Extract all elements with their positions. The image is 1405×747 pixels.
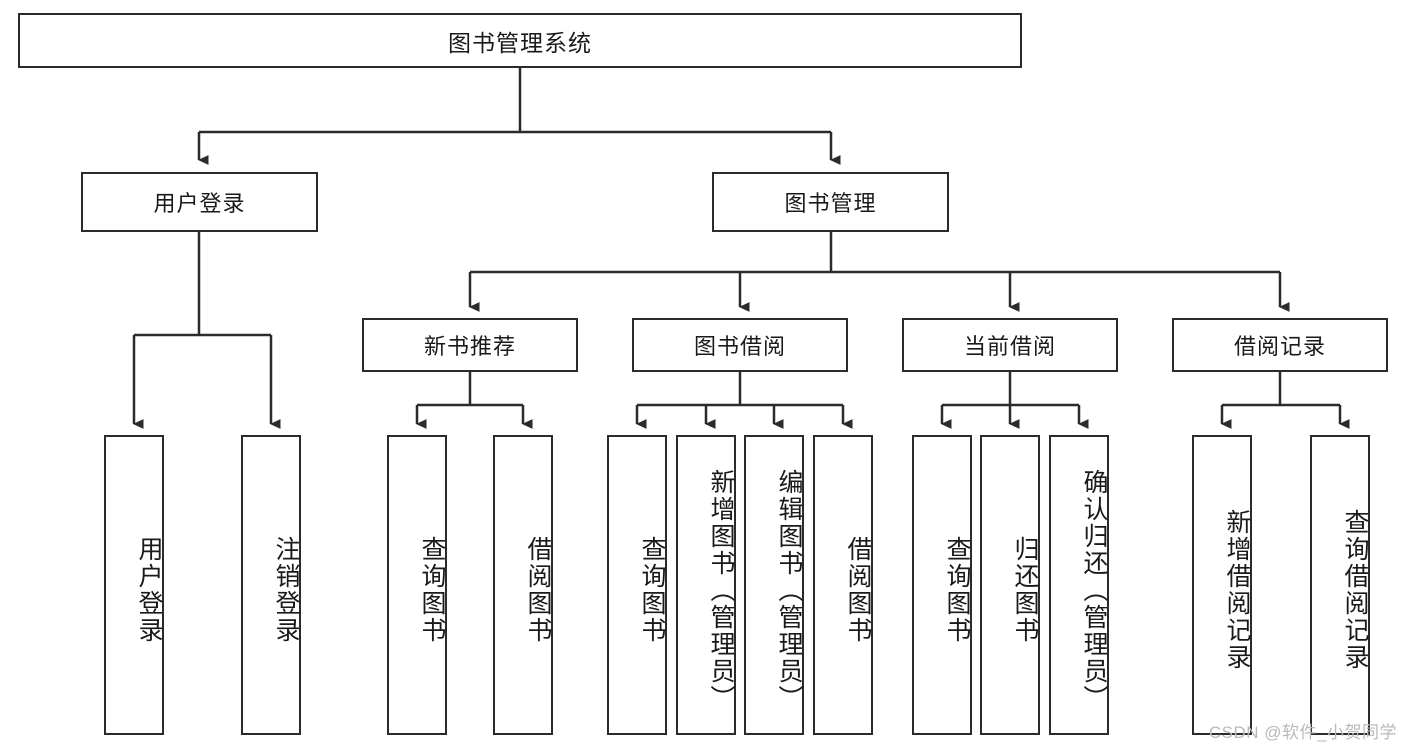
node-new-book-recommend-label: 新书推荐	[423, 334, 516, 359]
node-leaf-return-book-label: 归还图书	[1011, 536, 1039, 644]
node-leaf-add-record-label: 新增借阅记录	[1223, 509, 1251, 671]
node-leaf-edit-book[interactable]: 编辑图书（管理员）	[744, 435, 804, 735]
node-new-book-recommend[interactable]: 新书推荐	[362, 318, 578, 372]
node-borrow-record[interactable]: 借阅记录	[1172, 318, 1388, 372]
node-user-login[interactable]: 用户登录	[81, 172, 318, 232]
node-current-borrow-label: 当前借阅	[963, 334, 1056, 359]
node-book-borrow[interactable]: 图书借阅	[632, 318, 848, 372]
node-book-borrow-label: 图书借阅	[693, 334, 786, 359]
node-leaf-logout[interactable]: 注销登录	[241, 435, 301, 735]
node-leaf-query-book-3[interactable]: 查询图书	[912, 435, 972, 735]
node-leaf-query-book-1[interactable]: 查询图书	[387, 435, 447, 735]
node-leaf-user-login-label: 用户登录	[135, 536, 163, 644]
node-leaf-borrow-book-1-label: 借阅图书	[524, 536, 552, 644]
node-leaf-user-login[interactable]: 用户登录	[104, 435, 164, 735]
node-leaf-query-book-2-label: 查询图书	[638, 536, 666, 644]
node-leaf-add-book-label: 新增图书（管理员）	[707, 468, 735, 712]
node-leaf-return-book[interactable]: 归还图书	[980, 435, 1040, 735]
node-leaf-query-book-3-label: 查询图书	[943, 536, 971, 644]
node-root-label: 图书管理系统	[448, 29, 592, 56]
node-leaf-query-book-2[interactable]: 查询图书	[607, 435, 667, 735]
node-book-management[interactable]: 图书管理	[712, 172, 949, 232]
node-user-login-label: 用户登录	[153, 191, 246, 216]
node-root[interactable]: 图书管理系统	[18, 13, 1022, 68]
node-leaf-query-record[interactable]: 查询借阅记录	[1310, 435, 1370, 735]
node-book-management-label: 图书管理	[784, 191, 877, 216]
node-leaf-logout-label: 注销登录	[272, 536, 300, 644]
node-leaf-add-record[interactable]: 新增借阅记录	[1192, 435, 1252, 735]
node-leaf-borrow-book-2-label: 借阅图书	[844, 536, 872, 644]
node-leaf-borrow-book-2[interactable]: 借阅图书	[813, 435, 873, 735]
node-leaf-query-book-1-label: 查询图书	[418, 536, 446, 644]
node-current-borrow[interactable]: 当前借阅	[902, 318, 1118, 372]
node-leaf-confirm-return-label: 确认归还（管理员）	[1080, 468, 1108, 712]
node-leaf-query-record-label: 查询借阅记录	[1341, 509, 1369, 671]
node-leaf-confirm-return[interactable]: 确认归还（管理员）	[1049, 435, 1109, 735]
node-leaf-add-book[interactable]: 新增图书（管理员）	[676, 435, 736, 735]
node-leaf-edit-book-label: 编辑图书（管理员）	[775, 468, 803, 712]
node-borrow-record-label: 借阅记录	[1233, 334, 1326, 359]
watermark-text: CSDN @软件_小贺同学	[1208, 723, 1397, 742]
node-leaf-borrow-book-1[interactable]: 借阅图书	[493, 435, 553, 735]
